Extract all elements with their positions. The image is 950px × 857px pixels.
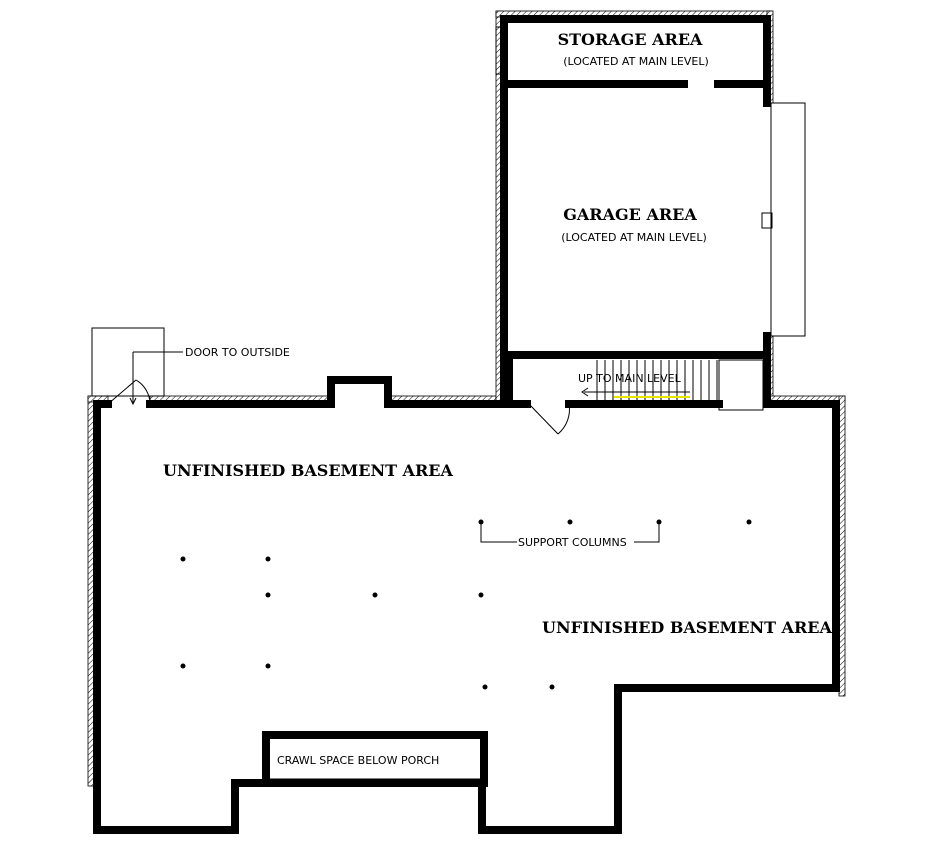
support-column: [746, 519, 752, 525]
door-note: DOOR TO OUTSIDE: [185, 346, 290, 359]
storage-door-opening: [495, 26, 507, 75]
support-columns-leader-right: [634, 524, 660, 543]
garage-wall-west: [500, 15, 771, 408]
support-column: [478, 592, 484, 598]
support-column: [549, 684, 555, 690]
exterior-walls: [93, 15, 840, 834]
basement-label-east: UNFINISHED BASEMENT AREA: [542, 618, 832, 637]
stairs-note: UP TO MAIN LEVEL: [578, 372, 682, 385]
storage-area-subtitle: (LOCATED AT MAIN LEVEL): [563, 55, 709, 68]
support-column: [265, 556, 271, 562]
garage-vent: [761, 212, 773, 229]
garage-door-opening: [770, 102, 806, 337]
support-column: [567, 519, 573, 525]
support-column: [482, 684, 488, 690]
storage-area-title: STORAGE AREA: [558, 30, 703, 49]
stair-door: [528, 403, 570, 435]
outside-door: [91, 327, 183, 406]
exterior-hatching: [87, 10, 846, 787]
stair-landing: [718, 359, 764, 411]
support-column: [180, 663, 186, 669]
thin-outlines: [262, 26, 806, 787]
stairs: [581, 360, 718, 400]
garage-area-subtitle: (LOCATED AT MAIN LEVEL): [561, 231, 707, 244]
basement-wall-north-left: [146, 376, 531, 408]
support-columns: [180, 519, 752, 690]
basement-label-west: UNFINISHED BASEMENT AREA: [163, 461, 453, 480]
support-column: [372, 592, 378, 598]
stair-arrow: [581, 387, 589, 397]
support-column: [265, 663, 271, 669]
support-column: [180, 556, 186, 562]
support-column: [265, 592, 271, 598]
basement-wall-west-north: [93, 332, 840, 834]
support-column: [656, 519, 662, 525]
support-column: [478, 519, 484, 525]
labels: STORAGE AREA (LOCATED AT MAIN LEVEL) GAR…: [163, 30, 832, 767]
crawl-space-note: CRAWL SPACE BELOW PORCH: [277, 754, 439, 767]
garage-area-title: GARAGE AREA: [563, 205, 697, 224]
support-columns-leader: [480, 524, 517, 543]
support-columns-note: SUPPORT COLUMNS: [518, 536, 627, 549]
